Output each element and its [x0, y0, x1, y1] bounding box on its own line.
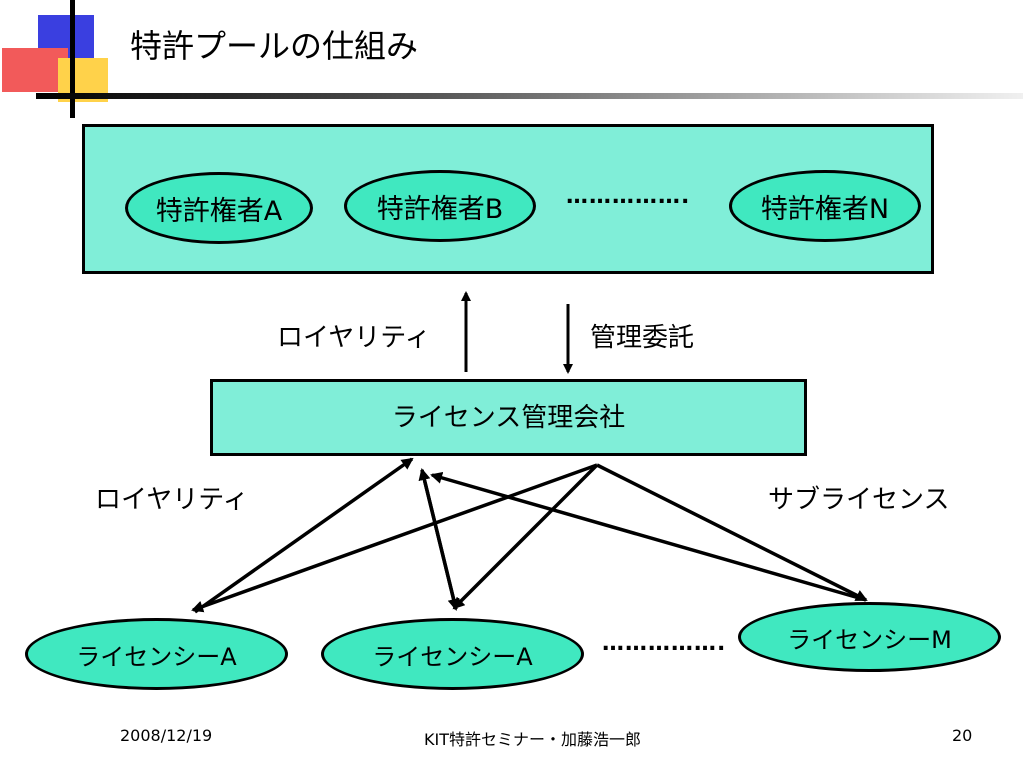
arrow-m-to-company: [430, 472, 867, 602]
sublicense-label: サブライセンス: [768, 485, 950, 515]
decor-red-square: [2, 48, 68, 92]
licensees-ellipsis: …………….: [602, 631, 727, 656]
license-company-label: ライセンス管理会社: [391, 402, 626, 433]
license-company-box: ライセンス管理会社: [210, 379, 807, 456]
arrow-company-to-a1: [191, 463, 598, 613]
licensee-a1-node: ライセンシーA: [25, 618, 288, 690]
footer-page-number: 20: [952, 726, 973, 745]
royalty-left-label: ロイヤリティ: [95, 485, 249, 515]
holders-ellipsis: …………….: [566, 184, 691, 209]
management-label: 管理委託: [590, 323, 695, 353]
arrow-a1-to-company: [193, 457, 414, 614]
arrow-company-to-m: [596, 463, 868, 602]
royalty-up-label: ロイヤリティ: [277, 323, 431, 353]
licensee-m-node: ライセンシーM: [738, 602, 1001, 672]
title-underline: [36, 93, 1023, 99]
holder-n-node: 特許権者N: [729, 170, 921, 242]
decor-vertical-line: [70, 0, 75, 118]
holder-b-node: 特許権者B: [344, 170, 536, 242]
holder-a-node: 特許権者A: [125, 172, 313, 244]
footer-center: KIT特許セミナー・加藤浩一郎: [424, 730, 641, 749]
footer-date: 2008/12/19: [120, 726, 213, 745]
arrow-company-to-a2-sub: [452, 463, 599, 610]
arrow-a2-to-company: [418, 468, 458, 610]
licensee-a2-node: ライセンシーA: [321, 618, 584, 690]
slide-title: 特許プールの仕組み: [130, 27, 419, 65]
